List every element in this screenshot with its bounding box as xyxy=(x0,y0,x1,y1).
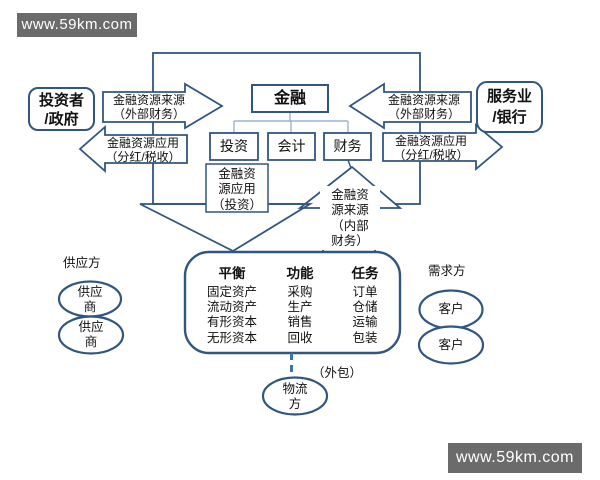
task-item: 订单 xyxy=(352,285,378,299)
watermark-bottom-right: www.59km.com xyxy=(448,443,582,473)
balance-column: 平衡 固定资产 流动资产 有形资本 无形资本 xyxy=(200,265,264,346)
right-inflow-line1: 金融资源来源 xyxy=(387,93,460,107)
source-line4: 财务） xyxy=(331,234,369,249)
right-inflow-arrow xyxy=(348,82,472,130)
supply-side-label: 供应方 xyxy=(63,256,101,270)
application-label-plate xyxy=(205,163,269,213)
function-item: 生产 xyxy=(287,300,313,315)
right-inflow-label: 金融资源来源 （外部财务） xyxy=(377,93,471,121)
source-label-plate xyxy=(320,186,380,250)
source-line2: 源来源 xyxy=(331,203,369,218)
right-outflow-line2: （分红/税收） xyxy=(393,147,469,162)
task-header: 任务 xyxy=(351,266,379,281)
balance-item: 无形资本 xyxy=(206,330,257,345)
source-line1: 金融资 xyxy=(331,188,369,202)
service-bank-line1: 服务业 xyxy=(486,88,532,105)
service-bank-line2: /银行 xyxy=(492,109,527,126)
application-line2: 源应用 xyxy=(218,182,256,197)
supplier-node-2: 供应商 xyxy=(78,320,104,349)
finance-boundary-rect xyxy=(152,52,421,205)
investment-box xyxy=(209,132,259,161)
function-item: 回收 xyxy=(287,330,313,345)
supplier-node-1: 供应商 xyxy=(77,285,103,314)
logistics-node: 物流方 xyxy=(282,382,308,411)
task-column: 任务 订单 仓储 运输 包装 xyxy=(341,265,389,346)
right-outflow-line1: 金融资源应用 xyxy=(394,134,467,148)
treasury-label: 财务 xyxy=(333,138,362,154)
demand-side-label: 需求方 xyxy=(428,264,466,278)
accounting-box xyxy=(267,132,316,161)
left-outflow-arrow xyxy=(78,125,188,173)
function-header: 功能 xyxy=(286,266,314,281)
finance-title: 金融 xyxy=(273,90,306,107)
balance-item: 有形资本 xyxy=(206,315,257,330)
logistics-ellipse xyxy=(261,376,329,416)
balance-header: 平衡 xyxy=(218,266,246,281)
left-inflow-line2: （外部财务） xyxy=(112,106,185,121)
accounting-label: 会计 xyxy=(277,138,306,154)
outsource-annotation: （外包） xyxy=(312,366,363,380)
left-outflow-line2: （分红/税收） xyxy=(105,149,181,164)
left-outflow-line1: 金融资源应用 xyxy=(106,136,179,150)
service-bank-label: 服务业 /银行 xyxy=(477,86,542,128)
function-item: 采购 xyxy=(287,285,313,299)
right-outflow-arrow xyxy=(382,123,504,171)
treasury-box xyxy=(323,132,372,161)
finance-box xyxy=(251,84,329,113)
treasury-to-arrow-link xyxy=(347,159,352,169)
watermark-top-left: www.59km.com xyxy=(17,13,137,37)
function-column: 功能 采购 生产 销售 回收 xyxy=(276,265,324,346)
application-line1: 金融资 xyxy=(218,167,256,181)
application-flow-label: 金融资 源应用 （投资） xyxy=(206,167,268,213)
left-inflow-label: 金融资源来源 （外部财务） xyxy=(102,93,196,121)
investor-government-box xyxy=(28,87,95,131)
right-outflow-label: 金融资源应用 （分红/税收） xyxy=(384,134,478,162)
balance-item: 流动资产 xyxy=(206,300,257,315)
customer-ellipse-2 xyxy=(417,325,485,365)
org-connector-lines xyxy=(233,112,349,133)
customer-node-1: 客户 xyxy=(438,302,464,316)
left-outflow-label: 金融资源应用 （分红/税收） xyxy=(95,136,191,164)
customer-node-2: 客户 xyxy=(438,338,464,352)
source-flow-label: 金融资 源来源 （内部 财务） xyxy=(320,188,380,250)
supplier-ellipse-2 xyxy=(57,315,125,355)
task-item: 仓储 xyxy=(352,300,378,315)
service-bank-box xyxy=(476,81,543,133)
investment-label: 投资 xyxy=(220,138,248,154)
investor-government-label: 投资者 /政府 xyxy=(29,91,94,129)
left-inflow-arrow xyxy=(102,82,224,130)
balance-item: 固定资产 xyxy=(206,285,257,299)
application-line3: （投资） xyxy=(211,197,262,212)
left-inflow-line1: 金融资源来源 xyxy=(112,93,185,107)
investor-government-line1: 投资者 xyxy=(38,92,84,109)
function-item: 销售 xyxy=(287,315,313,330)
task-item: 包装 xyxy=(352,330,378,345)
investor-government-line2: /政府 xyxy=(44,111,79,128)
right-inflow-line2: （外部财务） xyxy=(387,106,460,121)
source-line3: （内部 xyxy=(331,218,369,233)
task-item: 运输 xyxy=(352,315,378,330)
